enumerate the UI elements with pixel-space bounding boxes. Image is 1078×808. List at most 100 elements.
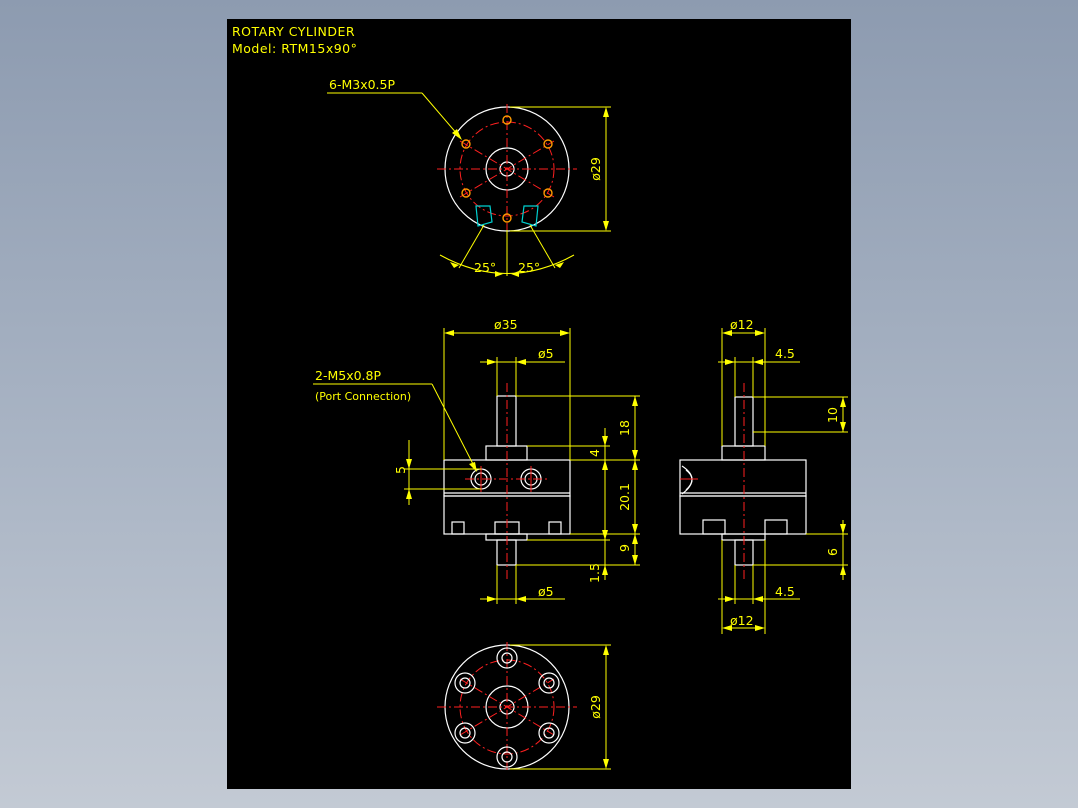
dim-arrow bbox=[406, 489, 412, 499]
shaft-top-diameter-label: ø5 bbox=[538, 346, 554, 361]
port-callout: 2-M5x0.8P bbox=[315, 368, 381, 383]
angle-arc bbox=[439, 254, 575, 274]
dim-arrow bbox=[602, 436, 608, 446]
dim-arrow bbox=[603, 759, 609, 769]
side-bottom-offset-label: 4.5 bbox=[775, 584, 795, 599]
angle-extension bbox=[529, 224, 556, 269]
body-notch bbox=[548, 521, 562, 535]
body-diameter-label: ø35 bbox=[494, 317, 518, 332]
port-note: (Port Connection) bbox=[315, 390, 411, 403]
dim-arrow bbox=[602, 460, 608, 470]
side-bottom-diameter-label: ø12 bbox=[730, 613, 754, 628]
bottom-counterbore bbox=[496, 746, 518, 768]
dim-arrow bbox=[632, 524, 638, 534]
top-centerline-d2 bbox=[459, 140, 555, 198]
dim-arrow bbox=[840, 524, 846, 534]
bottom-counterbore bbox=[454, 722, 476, 744]
dim-arrow bbox=[632, 460, 638, 470]
dim-arrow bbox=[722, 625, 732, 631]
angle-arrow bbox=[511, 271, 519, 277]
bottom-counterbore bbox=[538, 722, 560, 744]
dim-arrow bbox=[516, 359, 526, 365]
port-height-label: 5 bbox=[393, 466, 408, 474]
bottom-bolt-hole bbox=[459, 727, 471, 739]
top-bolt-hole bbox=[543, 188, 553, 198]
side-port-profile bbox=[685, 469, 693, 491]
flange-height-label: 4 bbox=[587, 449, 602, 457]
dim-arrow bbox=[725, 359, 735, 365]
leader-arrow bbox=[469, 462, 477, 472]
bottom-bolt-hole bbox=[543, 677, 555, 689]
dim-arrow bbox=[603, 107, 609, 117]
bottom-bolt-hole bbox=[501, 751, 513, 763]
top-bolt-hole bbox=[461, 139, 471, 149]
side-top-height-label: 10 bbox=[825, 407, 840, 423]
dim-arrow bbox=[487, 596, 497, 602]
body-notch bbox=[451, 521, 465, 535]
port-callout-leader bbox=[431, 383, 475, 467]
lower-height-label: 9 bbox=[617, 544, 632, 552]
leader-arrow bbox=[452, 129, 462, 140]
body-notch bbox=[702, 519, 726, 535]
bottom-counterbore bbox=[496, 647, 518, 669]
side-body-upper bbox=[679, 459, 807, 497]
side-top-diameter-label: ø12 bbox=[730, 317, 754, 332]
top-bolt-hole bbox=[502, 115, 512, 125]
hole-callout: 6-M3x0.5P bbox=[329, 77, 395, 92]
shaft-height-label: 18 bbox=[617, 420, 632, 436]
bottom-bolt-hole bbox=[501, 652, 513, 664]
dim-arrow bbox=[753, 596, 763, 602]
side-bottom-height-label: 6 bbox=[825, 548, 840, 556]
top-bolt-hole bbox=[502, 213, 512, 223]
top-diameter-label: ø29 bbox=[588, 157, 603, 181]
angle-arrow bbox=[495, 271, 503, 277]
dim-arrow bbox=[516, 596, 526, 602]
dim-arrow bbox=[755, 330, 765, 336]
bottom-centerline-d2 bbox=[459, 678, 555, 736]
dim-arrow bbox=[602, 565, 608, 575]
tip-height-label: 1.5 bbox=[587, 563, 602, 583]
top-bolt-hole bbox=[461, 188, 471, 198]
angle-right-label: 25° bbox=[518, 260, 540, 275]
hidden-stop-pocket bbox=[475, 205, 493, 227]
bottom-counterbore bbox=[454, 672, 476, 694]
drawing-title: ROTARY CYLINDER bbox=[232, 24, 356, 39]
top-view: 6-M3x0.5P ø29 25° 25° bbox=[327, 77, 611, 277]
dim-arrow bbox=[632, 396, 638, 406]
dim-arrow bbox=[632, 450, 638, 460]
bottom-bolt-hole bbox=[543, 727, 555, 739]
shaft-bottom-diameter-label: ø5 bbox=[538, 584, 554, 599]
drawing-sheet bbox=[227, 19, 851, 789]
dim-arrow bbox=[487, 359, 497, 365]
dim-arrow bbox=[632, 534, 638, 544]
dim-arrow bbox=[722, 330, 732, 336]
hidden-stop-pocket bbox=[521, 205, 539, 227]
dim-arrow bbox=[725, 596, 735, 602]
side-view: ø12 4.5 10 6 4.5 ø12 bbox=[679, 317, 848, 634]
dim-arrow bbox=[602, 530, 608, 540]
dim-arrow bbox=[603, 645, 609, 655]
bottom-view: ø29 bbox=[437, 642, 611, 772]
angle-extension bbox=[458, 224, 485, 269]
dim-arrow bbox=[840, 565, 846, 575]
dim-arrow bbox=[444, 330, 454, 336]
model-label: Model: RTM15x90° bbox=[232, 41, 358, 56]
body-height-label: 20.1 bbox=[617, 483, 632, 511]
hole-callout-leader bbox=[421, 92, 459, 136]
dim-arrow bbox=[840, 422, 846, 432]
dim-arrow bbox=[632, 555, 638, 565]
dim-arrow bbox=[840, 397, 846, 407]
front-view: ø35 ø5 ø5 2-M5x0.8P (Port Connection) 5 bbox=[313, 317, 640, 604]
bottom-diameter-label: ø29 bbox=[588, 695, 603, 719]
angle-arrow bbox=[555, 262, 564, 268]
dim-arrow bbox=[755, 625, 765, 631]
dim-arrow bbox=[406, 459, 412, 469]
bottom-counterbore bbox=[538, 672, 560, 694]
body-notch bbox=[764, 519, 788, 535]
angle-arrow bbox=[450, 262, 459, 268]
dim-arrow bbox=[603, 221, 609, 231]
dim-arrow bbox=[753, 359, 763, 365]
bottom-bolt-hole bbox=[459, 677, 471, 689]
dim-arrow bbox=[560, 330, 570, 336]
